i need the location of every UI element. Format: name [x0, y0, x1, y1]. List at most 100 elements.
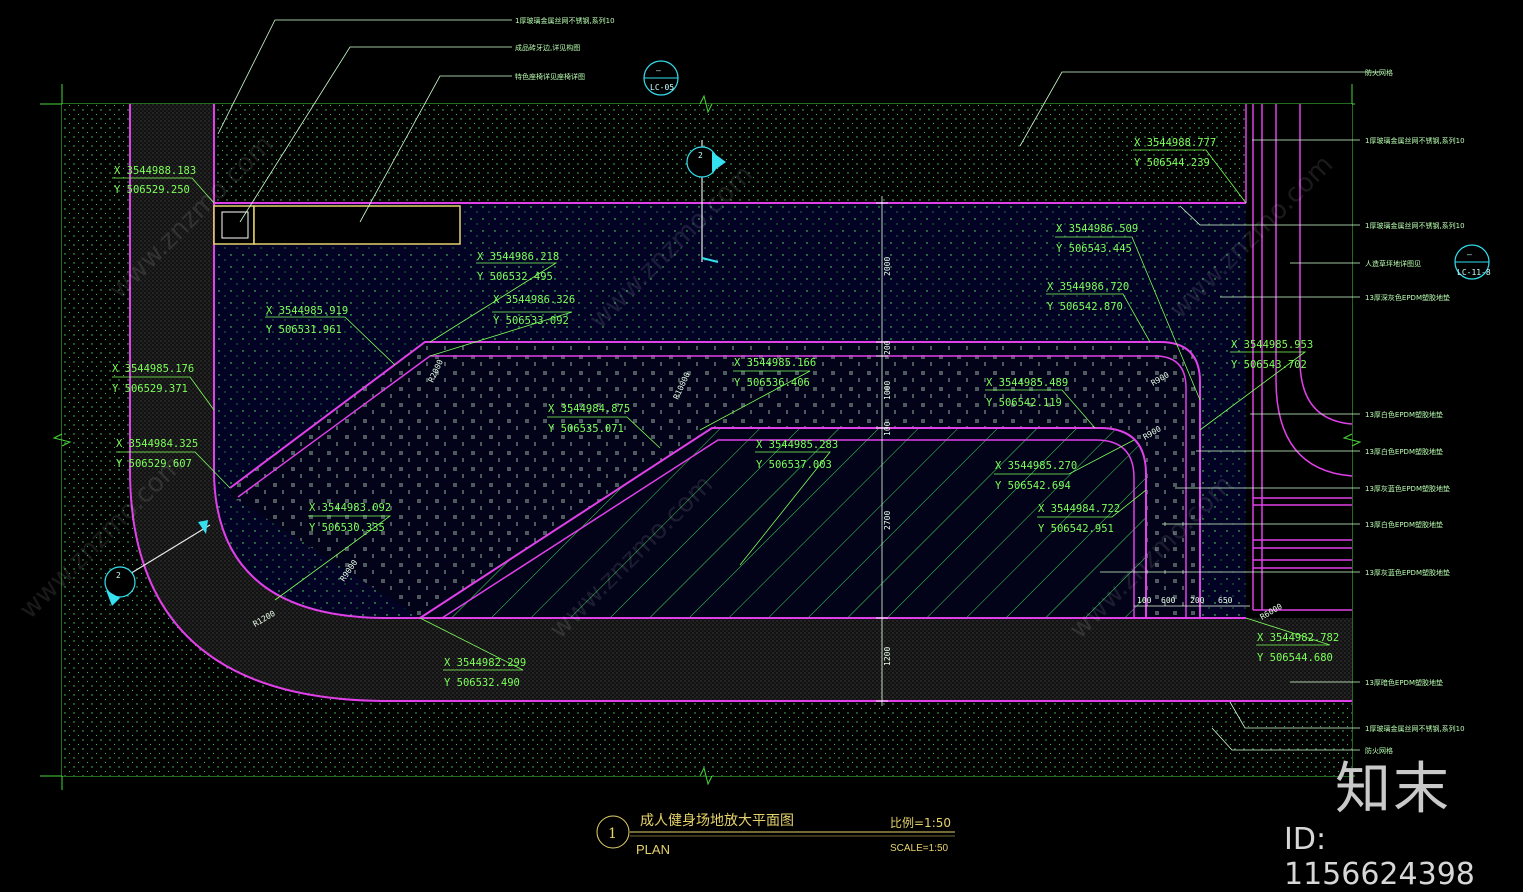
walkway-inner-edge	[213, 104, 1246, 619]
coord-y: Y 506537.003	[756, 459, 832, 471]
coord-y: Y 506529.250	[114, 184, 190, 196]
dim-label: 100	[883, 421, 892, 436]
coord-y: Y 506544.680	[1257, 652, 1333, 664]
leader-note: 人造草坪地详图见	[1365, 259, 1421, 268]
outer-curb	[229, 341, 1201, 618]
right-track-zone	[1246, 104, 1352, 618]
leader-note: 成品砖牙边,详见构图	[515, 43, 580, 52]
leader-note: 13厚白色EPDM塑胶地垫	[1365, 447, 1443, 456]
dim-label: 2700	[883, 511, 892, 530]
dim-label: 2000	[883, 257, 892, 276]
section-marker-num: —	[1467, 250, 1472, 259]
coord-y: Y 506542.694	[995, 480, 1071, 492]
drawing-title: 1 成人健身场地放大平面图 PLAN 比例=1:50 SCALE=1:50	[596, 813, 955, 857]
coord-y: Y 506542.870	[1047, 301, 1123, 313]
coord-x: X 3544986.509	[1056, 223, 1138, 235]
detail-marker-num: 2	[698, 151, 703, 160]
section-marker: — LC-11-8	[1454, 244, 1491, 280]
callout-number: 1	[608, 826, 617, 842]
coord-y: Y 506532.495	[477, 271, 553, 283]
outer-curb-2	[237, 355, 1187, 618]
detail-marker: 2	[104, 520, 211, 606]
leader-note: 13厚白色EPDM塑胶地垫	[1365, 520, 1443, 529]
leader-note: 防火网格	[1365, 746, 1393, 755]
inner-curb	[419, 427, 1147, 619]
bottom-dimension: 100 600 200 650	[1134, 596, 1250, 607]
coord-y: Y 506536.406	[734, 377, 810, 389]
coord-x: X 3544988.777	[1134, 137, 1216, 149]
coord-x: X 3544986.326	[493, 294, 575, 306]
image-id: ID: 1156624398	[1284, 822, 1475, 892]
coord-y: Y 506530.335	[309, 522, 385, 534]
coord-y: Y 506533.092	[493, 315, 569, 327]
coord-y: Y 506542.119	[986, 397, 1062, 409]
leader-note: 13厚灰蓝色EPDM塑胶地垫	[1365, 484, 1450, 493]
leader-note: 13厚灰蓝色EPDM塑胶地垫	[1365, 568, 1450, 577]
coord-y: Y 506529.371	[112, 383, 188, 395]
leader-note: 1厚玻璃金属丝网不锈钢,系列10	[515, 16, 615, 25]
coord-x: X 3544986.720	[1047, 281, 1129, 293]
coord-x: X 3544985.489	[986, 377, 1068, 389]
leader-note: 防火网格	[1365, 68, 1393, 77]
section-marker-ref: LC-11-8	[1457, 268, 1491, 277]
coord-x: X 3544985.176	[112, 363, 194, 375]
top-leaders	[217, 19, 1380, 751]
running-track-lines	[1252, 104, 1352, 611]
break-marks	[52, 94, 1362, 786]
section-marker-ref: LC-05	[650, 83, 674, 92]
dim-label: 200	[1190, 596, 1205, 605]
title-en: PLAN	[636, 842, 670, 857]
section-marker: — LC-05	[643, 60, 679, 96]
coord-y: Y 506531.961	[266, 324, 342, 336]
coord-y: Y 506535.071	[548, 423, 624, 435]
leader-note: 13厚深灰色EPDM塑胶地垫	[1365, 293, 1450, 302]
coord-x: X 3544985.283	[756, 439, 838, 451]
title-cn: 成人健身场地放大平面图	[640, 813, 794, 829]
dim-label: 650	[1218, 596, 1233, 605]
coord-x: X 3544984.722	[1038, 503, 1120, 515]
leader-note: 1厚玻璃金属丝网不锈钢,系列10	[1365, 136, 1465, 145]
detail-marker-num: 2	[116, 571, 121, 580]
coord-x: X 3544984.875	[548, 403, 630, 415]
coord-x: X 3544982.299	[444, 657, 526, 669]
dim-label: 200	[883, 340, 892, 355]
dim-label: 600	[1161, 596, 1176, 605]
walkway-edge	[129, 104, 1352, 702]
coord-x: X 3544986.218	[477, 251, 559, 263]
coord-y: Y 506543.702	[1231, 359, 1307, 371]
leader-note: 13厚白色EPDM塑胶地垫	[1365, 410, 1443, 419]
scale-en: SCALE=1:50	[890, 843, 949, 854]
coord-x: X 3544983.092	[309, 502, 391, 514]
coord-x: X 3544984.325	[116, 438, 198, 450]
coord-x: X 3544985.270	[995, 460, 1077, 472]
coord-x: X 3544988.183	[114, 165, 196, 177]
scale-cn: 比例=1:50	[890, 816, 951, 830]
section-marker-num: —	[656, 66, 661, 75]
vertical-dimension	[876, 196, 888, 706]
coordinate-labels: X 3544988.183 Y 506529.250 X 3544986.218…	[112, 137, 1339, 689]
leader-note: 13厚暗色EPDM塑胶地垫	[1365, 678, 1443, 687]
coord-y: Y 506529.607	[116, 458, 192, 470]
coord-y: Y 506543.445	[1056, 243, 1132, 255]
leader-note: 1厚玻璃金属丝网不锈钢,系列10	[1365, 221, 1465, 230]
dim-label: 100	[1137, 596, 1152, 605]
dim-label: 1200	[883, 647, 892, 666]
coordinate-leaders	[112, 149, 1331, 671]
detail-marker: 2	[686, 140, 726, 263]
coord-x: X 3544985.919	[266, 305, 348, 317]
coord-x: X 3544985.953	[1231, 339, 1313, 351]
brand-logo: 知末	[1335, 757, 1451, 822]
coord-y: Y 506542.951	[1038, 523, 1114, 535]
vertical-dimension-labels: 2000 200 1000 100 2700 1200	[883, 257, 892, 666]
coord-y: Y 506532.490	[444, 677, 520, 689]
feature-bench	[213, 205, 461, 245]
leader-note: 特色座椅详见座椅详图	[515, 72, 585, 81]
inner-curb-2	[441, 439, 1135, 619]
coord-x: X 3544982.782	[1257, 632, 1339, 644]
leader-notes: 1厚玻璃金属丝网不锈钢,系列10 成品砖牙边,详见构图 特色座椅详见座椅详图 防…	[515, 16, 1465, 755]
fitness-zone	[420, 428, 1146, 618]
coord-y: Y 506544.239	[1134, 157, 1210, 169]
coord-x: X 3544985.166	[734, 357, 816, 369]
dim-label: 1000	[883, 381, 892, 400]
